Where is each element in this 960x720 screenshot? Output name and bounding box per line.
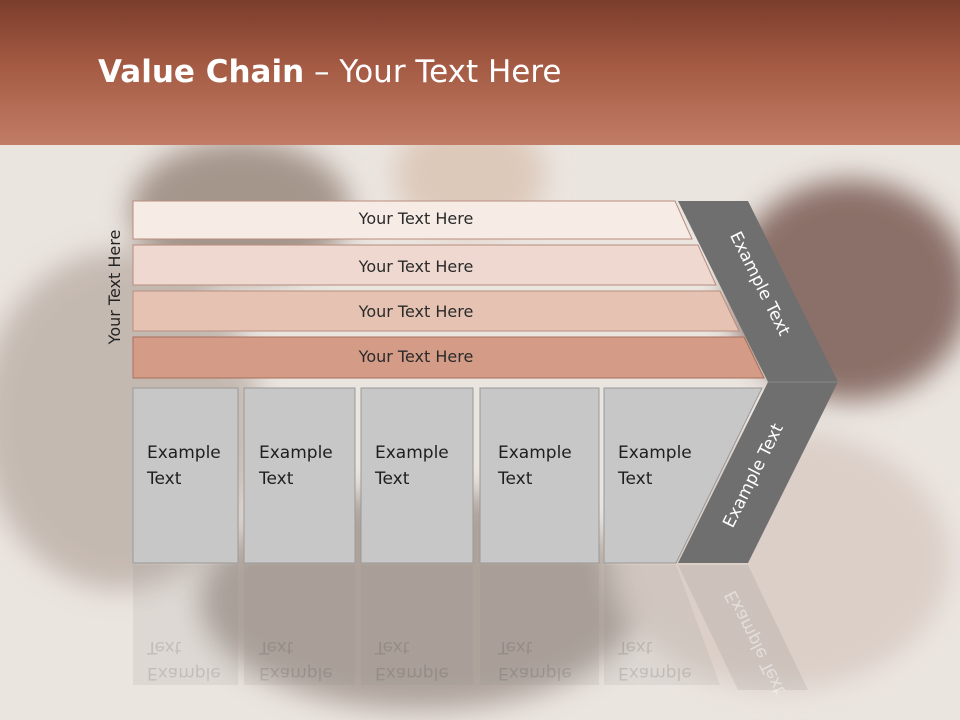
cell-label-3-line2: Text (375, 469, 410, 489)
arrow-lower-band (678, 382, 838, 563)
cell-reflection-5-line2: Text (618, 637, 653, 657)
cell-reflection-4-line2: Text (498, 637, 533, 657)
row-shape-2 (132, 244, 717, 286)
cell-shape-2 (243, 387, 356, 564)
cell-reflection-5: Example Text (618, 634, 692, 686)
cell-reflection-2: Example Text (259, 634, 333, 686)
row-label-4: Your Text Here (358, 347, 474, 366)
cell-reflection-3: Example Text (375, 634, 449, 686)
cell-reflection-5-line1: Example (618, 663, 692, 683)
row-shape-4 (132, 336, 765, 379)
cell-reflection-2-line1: Example (259, 663, 333, 683)
cell-label-5-line2: Text (618, 469, 653, 489)
cell-label-2-line1: Example (259, 443, 333, 463)
cell-reflection-3-line1: Example (375, 663, 449, 683)
cell-label-1-line2: Text (147, 469, 182, 489)
row-shape-1 (132, 200, 693, 240)
arrow-upper-band (678, 201, 838, 382)
cell-label-5-line1: Example (618, 443, 692, 463)
arrow-reflection (678, 565, 808, 690)
cell-shape-1 (132, 387, 239, 564)
row-label-1: Your Text Here (358, 209, 474, 228)
cell-label-3-line1: Example (375, 443, 449, 463)
cell-shape-3 (360, 387, 474, 564)
cell-shape-5 (603, 387, 763, 564)
cell-reflection-1-line2: Text (147, 637, 182, 657)
cell-label-4-line2: Text (498, 469, 533, 489)
row-shape-3 (132, 290, 740, 332)
cell-reflection-4: Example Text (498, 634, 572, 686)
cell-reflection-3-line2: Text (375, 637, 410, 657)
cell-reflection-1: Example Text (147, 634, 221, 686)
slide-title: Value Chain – Your Text Here (98, 54, 561, 90)
cell-reflection-4-line1: Example (498, 663, 572, 683)
row-label-3: Your Text Here (358, 302, 474, 321)
cell-label-1-line1: Example (147, 443, 221, 463)
cell-shape-4 (479, 387, 600, 564)
cell-reflections (133, 565, 720, 685)
title-bar (0, 0, 960, 145)
cell-reflection-2-line2: Text (259, 637, 294, 657)
cell-label-4-line1: Example (498, 443, 572, 463)
title-rest: – Your Text Here (304, 54, 562, 90)
cell-label-2-line2: Text (259, 469, 294, 489)
title-bold: Value Chain (98, 54, 305, 90)
cell-reflection-1-line1: Example (147, 663, 221, 683)
row-label-2: Your Text Here (358, 257, 474, 276)
